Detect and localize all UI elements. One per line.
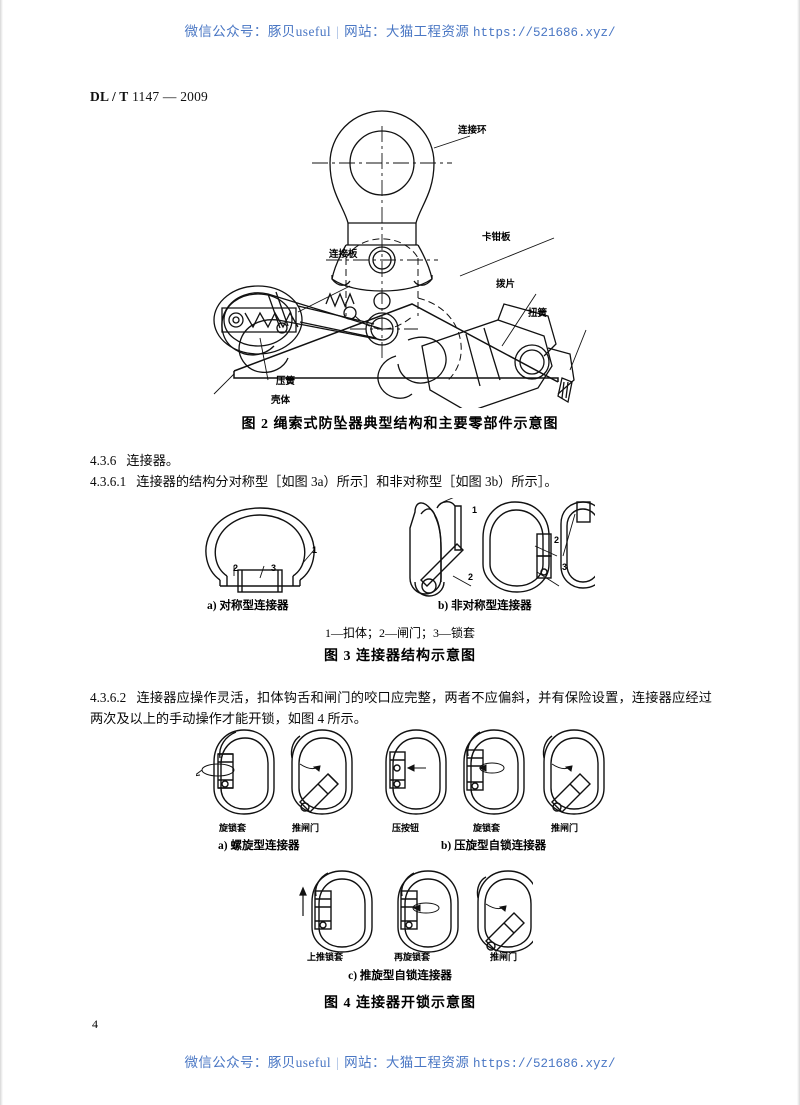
watermark-wechat-label-bottom: 微信公众号：豚贝useful	[184, 1055, 332, 1070]
figure3b-callout-3: 3	[562, 562, 568, 572]
figure4-row1-label-4: 推闸门	[551, 823, 579, 833]
figure-2-caption: 图 2 绳索式防坠器典型结构和主要零部件示意图	[241, 417, 559, 432]
clause-4-3-6-text: 连接器。	[126, 453, 180, 468]
figure-2-drawing	[150, 108, 670, 408]
figure2-label-housing: 壳体	[271, 395, 291, 406]
clause-4-3-6: 4.3.6 连接器。	[90, 450, 710, 471]
figure4-row1-label-0: 旋锁套	[219, 823, 247, 833]
page-number: 4	[92, 1017, 98, 1031]
figure-3-legend: 1—扣体；2—闸门；3—锁套	[324, 626, 475, 640]
figure-4-row1-drawing	[196, 724, 606, 820]
clause-4-3-6-1: 4.3.6.1 连接器的结构分对称型［如图 3a）所示］和非对称型［如图 3b）所…	[90, 471, 710, 492]
figure4-row1-label-3: 旋锁套	[473, 823, 501, 833]
clause-4-3-6-1-number: 4.3.6.1	[90, 474, 127, 489]
figure2-label-caliper-plate: 卡钳板	[482, 232, 511, 243]
watermark-top: 微信公众号：豚贝useful | 网站：大猫工程资源 https://521686.…	[0, 20, 800, 40]
standard-number-header: DL / T 1147 — 2009	[90, 89, 208, 105]
figure4-row2-label-1: 再旋锁套	[394, 952, 431, 962]
figure-4-row2-svg	[299, 870, 533, 953]
figure-3b-svg	[409, 498, 595, 597]
watermark-url: https://521686.xyz/	[473, 26, 616, 40]
watermark-wechat-label: 微信公众号：豚贝useful	[184, 24, 332, 39]
figure2-label-paddle: 拨片	[496, 279, 516, 290]
figure3b-callout-1: 1	[472, 505, 478, 515]
figure2-label-connecting-ring: 连接环	[458, 125, 487, 136]
figure2-label-connecting-plate: 连接板	[329, 249, 358, 260]
standard-number-prefix: DL / T	[90, 89, 129, 104]
page-edge-right	[797, 0, 800, 1105]
clause-4-3-6-2-number: 4.3.6.2	[90, 690, 127, 705]
figure3a-callout-1: 1	[312, 545, 318, 555]
figure-4-caption: 图 4 连接器开锁示意图	[324, 996, 476, 1011]
watermark-url-bottom: https://521686.xyz/	[473, 1057, 616, 1071]
figure2-label-torsion-spring: 扭簧	[528, 308, 548, 319]
watermark-site-label-bottom: 网站：大猫工程资源	[344, 1055, 470, 1070]
figure-4b-subcaption: b) 压旋型自锁连接器	[441, 840, 547, 852]
figure-3a-subcaption: a) 对称型连接器	[207, 600, 289, 612]
standard-number-value: 1147 — 2009	[132, 89, 209, 104]
page-edge-left	[0, 0, 3, 1105]
figure-2-svg	[213, 110, 587, 408]
watermark-separator: |	[336, 24, 340, 39]
figure-3a-drawing	[190, 500, 330, 600]
figure3b-callout-2-left: 2	[468, 572, 474, 582]
figure-4-row2-drawing	[288, 866, 533, 956]
clause-4-3-6-1-text: 连接器的结构分对称型［如图 3a）所示］和非对称型［如图 3b）所示］。	[136, 474, 558, 489]
figure-4c-subcaption: c) 推旋型自锁连接器	[348, 970, 452, 982]
figure4-row1-label-2: 压按钮	[392, 823, 420, 833]
figure3a-callout-3: 3	[271, 563, 277, 573]
figure-3b-subcaption: b) 非对称型连接器	[438, 600, 532, 612]
figure-4a-subcaption: a) 螺旋型连接器	[218, 840, 300, 852]
figure-3a-svg	[205, 507, 315, 593]
watermark-bottom: 微信公众号：豚贝useful | 网站：大猫工程资源 https://521686.…	[0, 1051, 800, 1071]
figure4-row2-label-2: 推闸门	[490, 952, 518, 962]
figure3b-callout-2-mid: 2	[554, 535, 560, 545]
figure-3b-drawing	[395, 498, 595, 603]
clause-4-3-6-number: 4.3.6	[90, 453, 117, 468]
figure-4-row1-svg	[196, 729, 605, 815]
clause-4-3-6-2-text: 连接器应操作灵活，扣体钩舌和闸门的咬口应完整，两者不应偏斜，并有保险设置，连接器…	[90, 690, 712, 726]
figure-3-caption: 图 3 连接器结构示意图	[324, 649, 476, 664]
figure4-row1-label-1: 推闸门	[292, 823, 320, 833]
watermark-separator-bottom: |	[336, 1055, 340, 1070]
figure2-label-compression-spring: 压簧	[276, 376, 296, 387]
figure4-row2-label-0: 上推锁套	[307, 952, 344, 962]
watermark-site-label: 网站：大猫工程资源	[344, 24, 470, 39]
figure3a-callout-2: 2	[233, 563, 239, 573]
